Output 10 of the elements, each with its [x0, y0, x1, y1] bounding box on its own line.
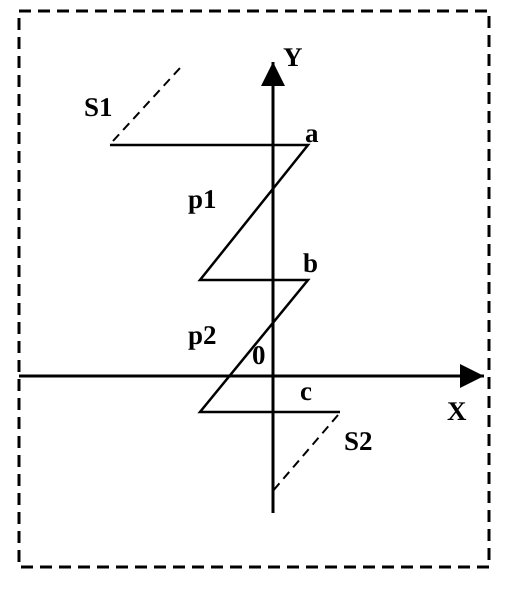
axis-label: Y: [283, 44, 302, 71]
segment-label: p1: [188, 186, 217, 213]
point-label: b: [303, 250, 318, 277]
point-label: c: [300, 378, 312, 405]
curve-label: S1: [84, 94, 113, 121]
origin-label: 0: [252, 342, 266, 369]
axis-label: X: [447, 398, 466, 425]
segment-label: p2: [188, 322, 217, 349]
point-label: a: [305, 120, 318, 147]
curve-label: S2: [344, 428, 373, 455]
